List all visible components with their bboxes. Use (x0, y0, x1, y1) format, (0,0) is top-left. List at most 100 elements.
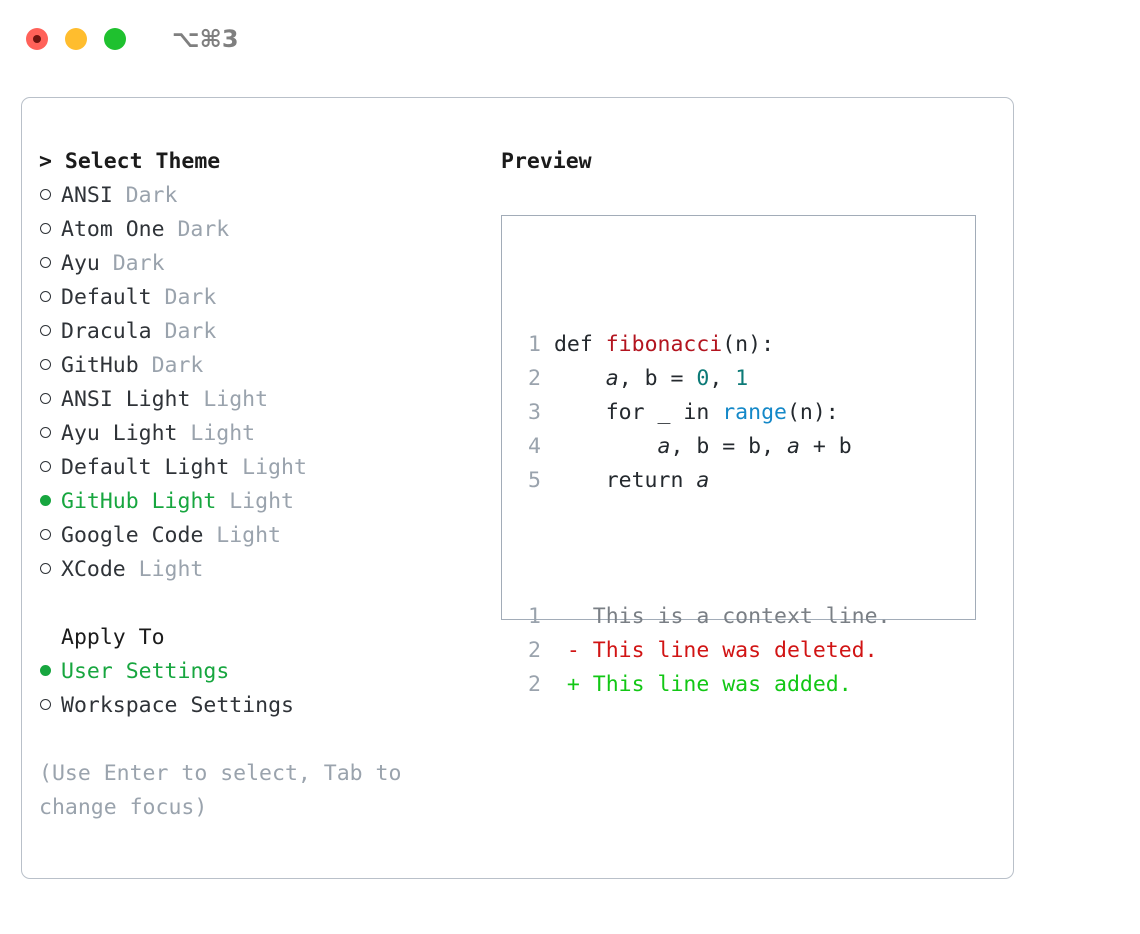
theme-variant-badge: Dark (177, 217, 230, 242)
code-token (554, 434, 658, 459)
theme-option-label: Ayu Light (61, 421, 178, 446)
diff-line-text: This is a context line. (541, 604, 891, 629)
code-token: , b = b, (670, 434, 787, 459)
minimize-button[interactable] (65, 28, 87, 50)
theme-option-10[interactable]: Google Code Light (39, 519, 469, 553)
diff-line-text: - This line was deleted. (541, 638, 878, 663)
preview-header: Preview (501, 149, 592, 174)
diff-line-added: 2 + This line was added. (516, 668, 891, 702)
theme-variant-badge: Light (242, 455, 307, 480)
theme-variant-badge: Light (216, 523, 282, 548)
preview-column: Preview 1 def fibonacci(n):2 a, b = 0, 1… (501, 145, 1001, 697)
code-gutter-space (541, 332, 554, 357)
theme-option-label: GitHub (61, 353, 139, 378)
code-line: 1 def fibonacci(n): (516, 328, 891, 362)
theme-option-label: Ayu (61, 251, 100, 276)
line-number: 5 (528, 468, 541, 493)
code-token: a (786, 434, 800, 459)
theme-option-5[interactable]: GitHub Dark (39, 349, 469, 383)
code-gutter-space (541, 468, 554, 493)
theme-option-4[interactable]: Dracula Dark (39, 315, 469, 349)
code-token: + b (799, 434, 852, 459)
theme-variant-badge: Light (138, 557, 204, 582)
theme-option-label: Default (61, 285, 152, 310)
theme-option-7[interactable]: Ayu Light Light (39, 417, 469, 451)
code-token: 1 (735, 366, 749, 391)
diff-line-deleted: 2 - This line was deleted. (516, 634, 891, 668)
theme-option-0[interactable]: ANSI Dark (39, 179, 469, 213)
code-token (554, 366, 606, 391)
code-token: (n): (722, 332, 775, 357)
code-token: def (553, 332, 606, 357)
theme-option-label: ANSI Light (61, 387, 191, 412)
code-line: 4 a, b = b, a + b (516, 430, 891, 464)
code-token: fibonacci (605, 332, 723, 357)
apply-to-header: Apply To (61, 625, 165, 650)
theme-option-label: GitHub Light (61, 489, 217, 514)
apply-option-label: Workspace Settings (61, 693, 294, 718)
title-bar: ⌥⌘3 (0, 0, 1140, 78)
code-token: return (553, 468, 697, 493)
diff-line-context: 1 This is a context line. (516, 600, 891, 634)
code-token: range (722, 400, 787, 425)
maximize-button[interactable] (104, 28, 126, 50)
theme-variant-badge: Dark (164, 319, 217, 344)
diff-line-number: 2 (528, 638, 541, 663)
code-token: 0 (696, 366, 710, 391)
theme-option-label: Dracula (61, 319, 152, 344)
diff-sample: 1 This is a context line.2 - This line w… (516, 600, 891, 702)
theme-variant-badge: Light (190, 421, 256, 446)
keyboard-shortcut-label: ⌥⌘3 (172, 25, 239, 53)
code-token: , (709, 366, 736, 391)
code-line: 5 return a (516, 464, 891, 498)
theme-variant-badge: Dark (151, 353, 204, 378)
code-token: a (657, 434, 671, 459)
apply-option-label: User Settings (61, 659, 230, 684)
theme-option-label: Default Light (61, 455, 230, 480)
line-number: 3 (528, 400, 541, 425)
theme-option-label: ANSI (61, 183, 113, 208)
theme-option-6[interactable]: ANSI Light Light (39, 383, 469, 417)
code-token: a (696, 468, 710, 493)
diff-line-number: 2 (528, 672, 541, 697)
code-token: , b = (618, 366, 697, 391)
apply-option-1[interactable]: Workspace Settings (39, 689, 469, 723)
theme-option-11[interactable]: XCode Light (39, 553, 469, 587)
code-line: 2 a, b = 0, 1 (516, 362, 891, 396)
code-token: (n): (786, 400, 839, 425)
code-gutter-space (541, 366, 554, 391)
theme-option-8[interactable]: Default Light Light (39, 451, 469, 485)
theme-variant-badge: Dark (125, 183, 178, 208)
theme-variant-badge: Light (203, 387, 269, 412)
code-token: for _ in (553, 400, 723, 425)
theme-option-1[interactable]: Atom One Dark (39, 213, 469, 247)
diff-line-text: + This line was added. (541, 672, 852, 697)
theme-variant-badge: Light (229, 489, 294, 514)
section-spacer (39, 587, 469, 621)
apply-option-0[interactable]: User Settings (39, 655, 469, 689)
theme-option-label: XCode (61, 557, 126, 582)
theme-variant-badge: Dark (164, 285, 217, 310)
line-number: 4 (528, 434, 541, 459)
theme-option-label: Google Code (61, 523, 204, 548)
code-gutter-space (541, 400, 554, 425)
code-gutter-space (541, 434, 554, 459)
line-number: 1 (528, 332, 541, 357)
theme-option-9[interactable]: GitHub Light Light (39, 485, 469, 519)
theme-option-label: Atom One (61, 217, 165, 242)
code-token: a (605, 366, 619, 391)
diff-line-number: 1 (528, 604, 541, 629)
close-button[interactable] (26, 28, 48, 50)
keyboard-hint: (Use Enter to select, Tab to change focu… (39, 761, 415, 820)
theme-option-3[interactable]: Default Dark (39, 281, 469, 315)
code-line: 3 for _ in range(n): (516, 396, 891, 430)
